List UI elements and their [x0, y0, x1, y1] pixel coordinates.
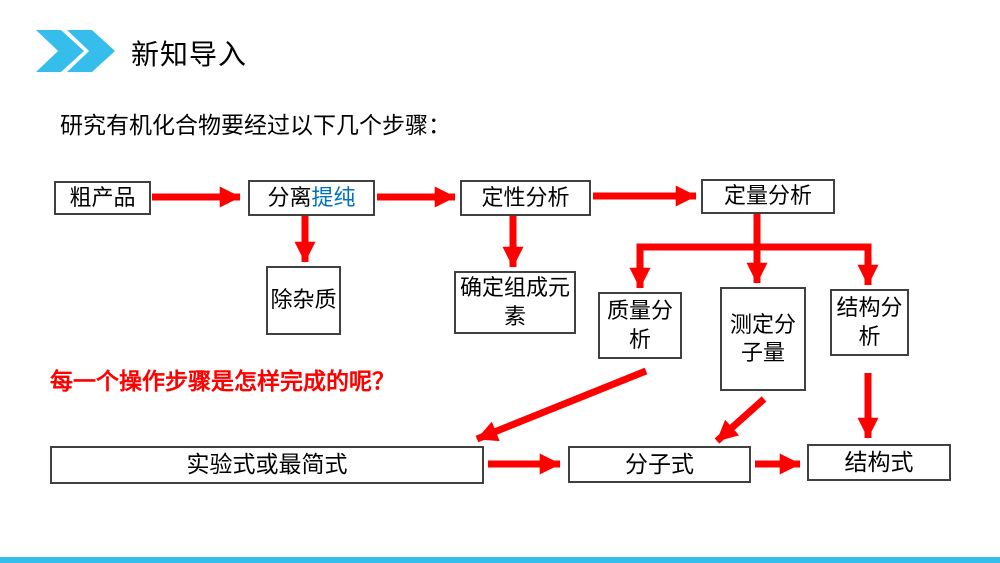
flow-node-empirical-formula: 实验式或最简式: [50, 446, 484, 484]
page-title: 新知导入: [131, 39, 248, 70]
flow-node-crude-product: 粗产品: [54, 181, 151, 215]
flow-node-qualitative-analysis: 定性分析: [460, 180, 591, 216]
node-label: 实验式或最简式: [186, 451, 348, 478]
node-label: 质量分析: [606, 298, 673, 352]
bottom-accent-bar: [0, 557, 1000, 563]
node-label: 结构式: [844, 448, 914, 475]
node-label: 定量分析: [723, 183, 812, 209]
node-label: 粗产品: [69, 184, 136, 210]
node-label: 除杂质: [270, 287, 337, 313]
node-label: 定性分析: [481, 184, 570, 210]
flow-node-structure-analysis: 结构分析: [830, 289, 909, 356]
flow-node-quantitative-analysis: 定量分析: [701, 179, 835, 214]
flow-node-molecular-weight: 测定分子量: [720, 287, 806, 391]
node-label-part: 分离: [267, 184, 312, 210]
arrow-mass-to-empirical: [475, 367, 648, 443]
node-label: 结构分析: [836, 295, 903, 349]
node-label: 测定分子量: [729, 311, 796, 365]
flow-node-remove-impurity: 除杂质: [266, 266, 341, 335]
node-label: 分子式: [625, 450, 694, 477]
question-text: 每一个操作步骤是怎样完成的呢？: [50, 368, 395, 394]
node-label-highlight: 提纯: [311, 184, 356, 210]
node-label: 确定组成元素: [459, 275, 570, 329]
flow-node-mass-analysis: 质量分析: [598, 292, 682, 359]
flow-node-structural-formula: 结构式: [807, 444, 951, 481]
arrow-molweight-to-molformula: [714, 396, 767, 444]
node-label: 分离提纯: [267, 184, 355, 212]
flow-node-determine-elements: 确定组成元素: [454, 271, 576, 334]
flow-node-separation-purification: 分离提纯: [248, 180, 375, 216]
flow-node-molecular-formula: 分子式: [568, 446, 751, 483]
intro-text: 研究有机化合物要经过以下几个步骤：: [60, 112, 451, 138]
double-chevron-icon: [36, 30, 118, 72]
